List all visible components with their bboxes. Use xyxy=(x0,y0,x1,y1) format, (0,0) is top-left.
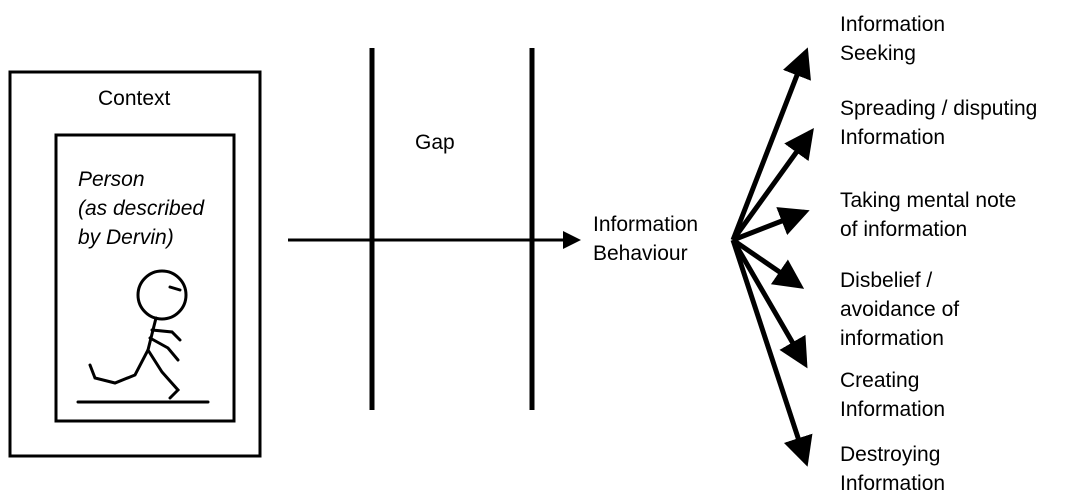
context-box xyxy=(10,72,260,456)
stick-figure-icon xyxy=(78,271,208,402)
outcome-spreading-disputing: Spreading / disputing Information xyxy=(840,94,1037,152)
outcome-destroying-information: Destroying Information xyxy=(840,440,945,498)
outcome-taking-mental-note: Taking mental note of information xyxy=(840,186,1016,244)
information-behaviour-label: Information Behaviour xyxy=(593,210,698,268)
person-label: Person (as described by Dervin) xyxy=(78,165,238,252)
context-label: Context xyxy=(98,84,170,113)
outcome-information-seeking: Information Seeking xyxy=(840,10,945,68)
outcome-disbelief-avoidance: Disbelief / avoidance of information xyxy=(840,266,959,353)
outcome-arrow-0 xyxy=(733,52,806,240)
outcome-creating-information: Creating Information xyxy=(840,366,945,424)
gap-label: Gap xyxy=(415,128,455,157)
